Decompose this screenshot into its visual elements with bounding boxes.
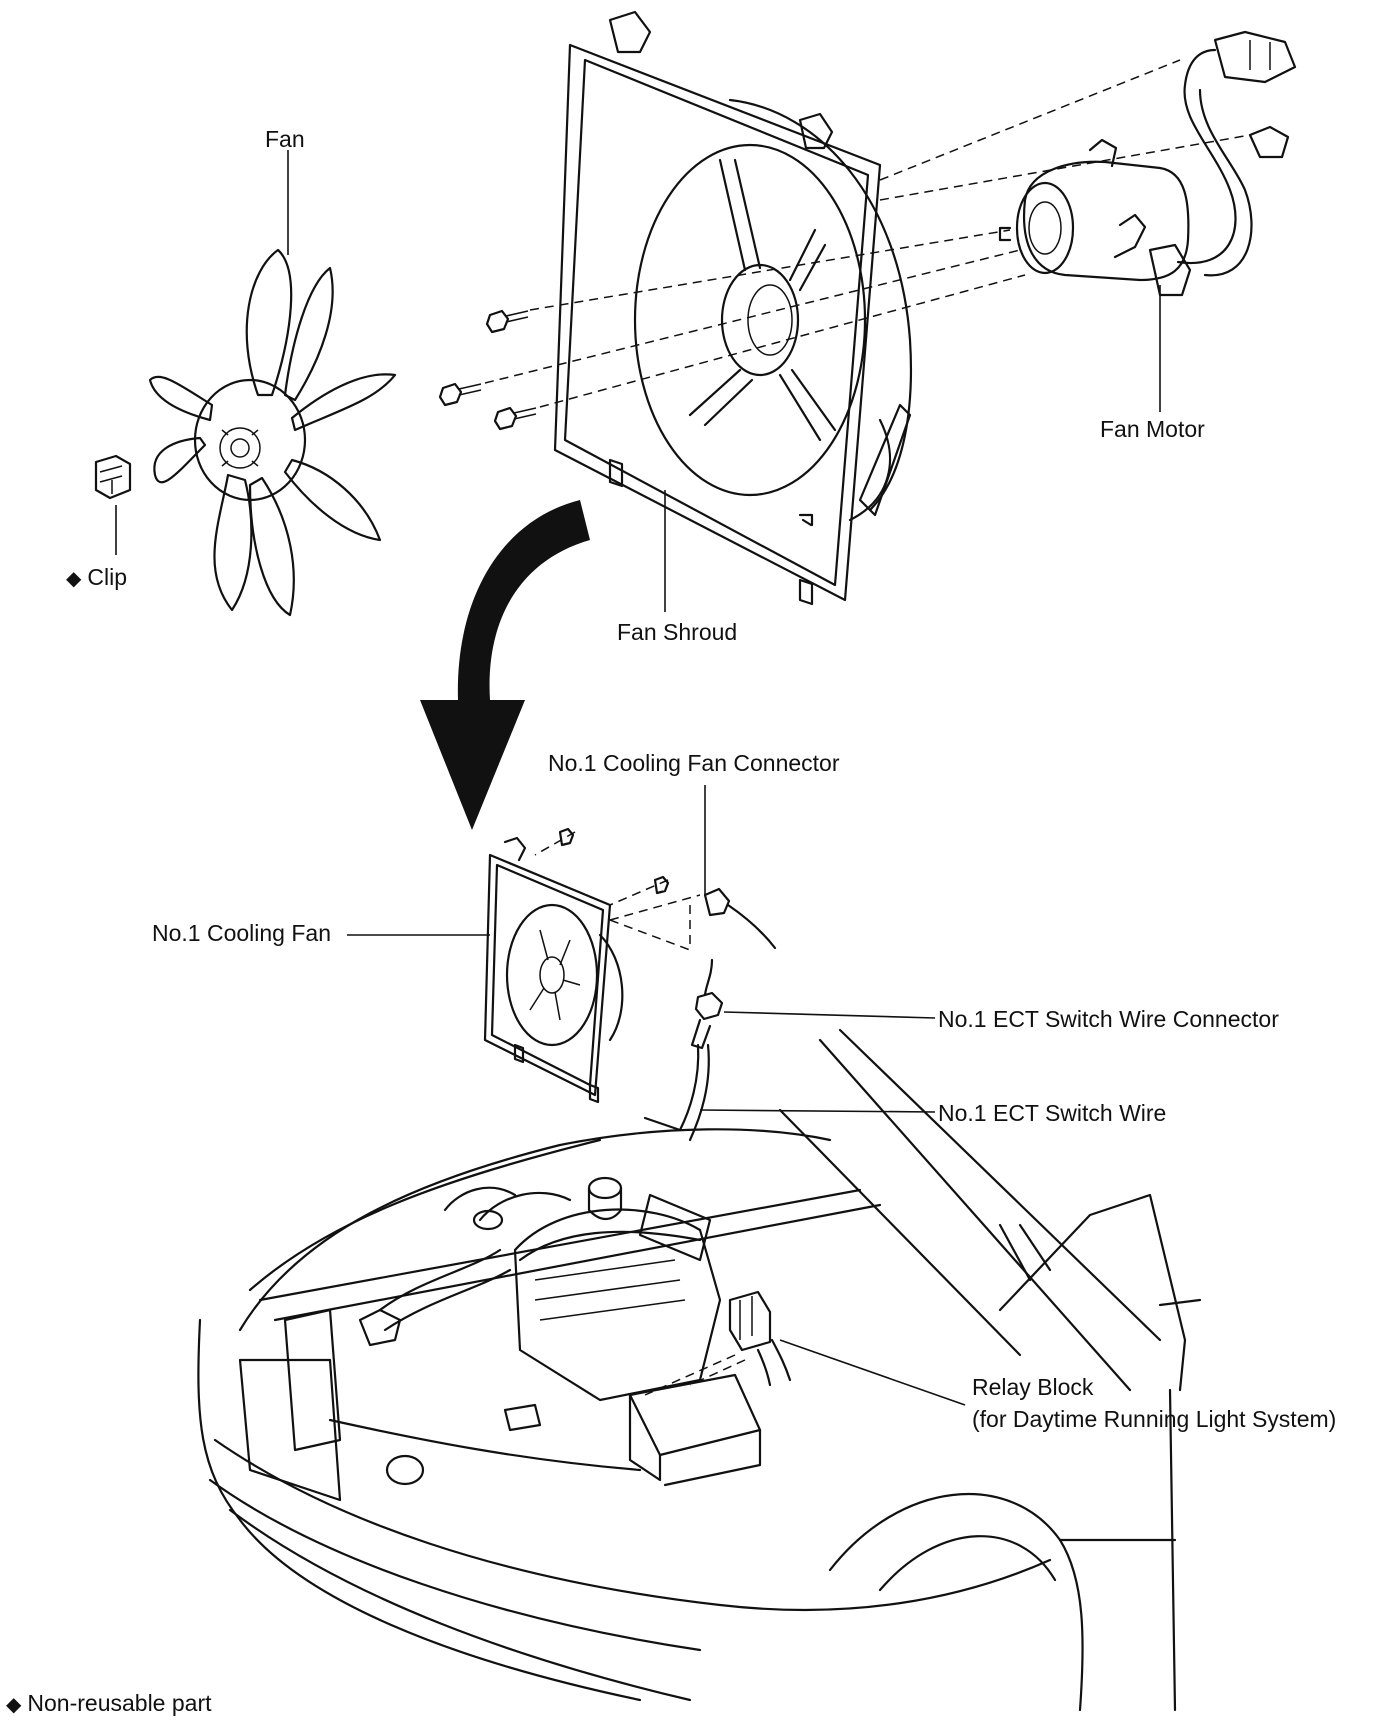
legend-non-reusable: ◆Non-reusable part: [6, 1690, 212, 1718]
label-clip-text: Clip: [87, 564, 128, 590]
label-relay-block: Relay Block: [972, 1374, 1094, 1400]
label-fan-motor: Fan Motor: [1100, 416, 1205, 442]
fan-motor-illustration: [998, 30, 1297, 412]
label-clip: ◆Clip: [66, 564, 127, 592]
label-cooling-fan-connector: No.1 Cooling Fan Connector: [548, 750, 840, 776]
label-relay-block-note: (for Daytime Running Light System): [972, 1406, 1337, 1432]
label-ect-switch-wire-connector: No.1 ECT Switch Wire Connector: [938, 1006, 1279, 1032]
shroud-bolts: [438, 309, 537, 431]
cooling-fan-assembly: [483, 827, 777, 1142]
non-reusable-diamond-icon: ◆: [6, 1694, 22, 1716]
vehicle-engine-bay: [197, 1028, 1202, 1712]
label-ect-switch-wire: No.1 ECT Switch Wire: [938, 1100, 1167, 1126]
alignment-lines: [484, 59, 1251, 408]
middle-leaders: [347, 785, 936, 1113]
curved-arrow: [420, 500, 590, 830]
fan-illustration: [148, 150, 397, 617]
fan-shroud-illustration: [553, 10, 913, 612]
non-reusable-diamond-icon: ◆: [66, 568, 82, 590]
label-fan: Fan: [265, 126, 305, 152]
clip-illustration: [94, 454, 132, 555]
label-cooling-fan: No.1 Cooling Fan: [152, 920, 331, 946]
label-fan-shroud: Fan Shroud: [617, 619, 738, 645]
legend-text: Non-reusable part: [27, 1690, 212, 1716]
